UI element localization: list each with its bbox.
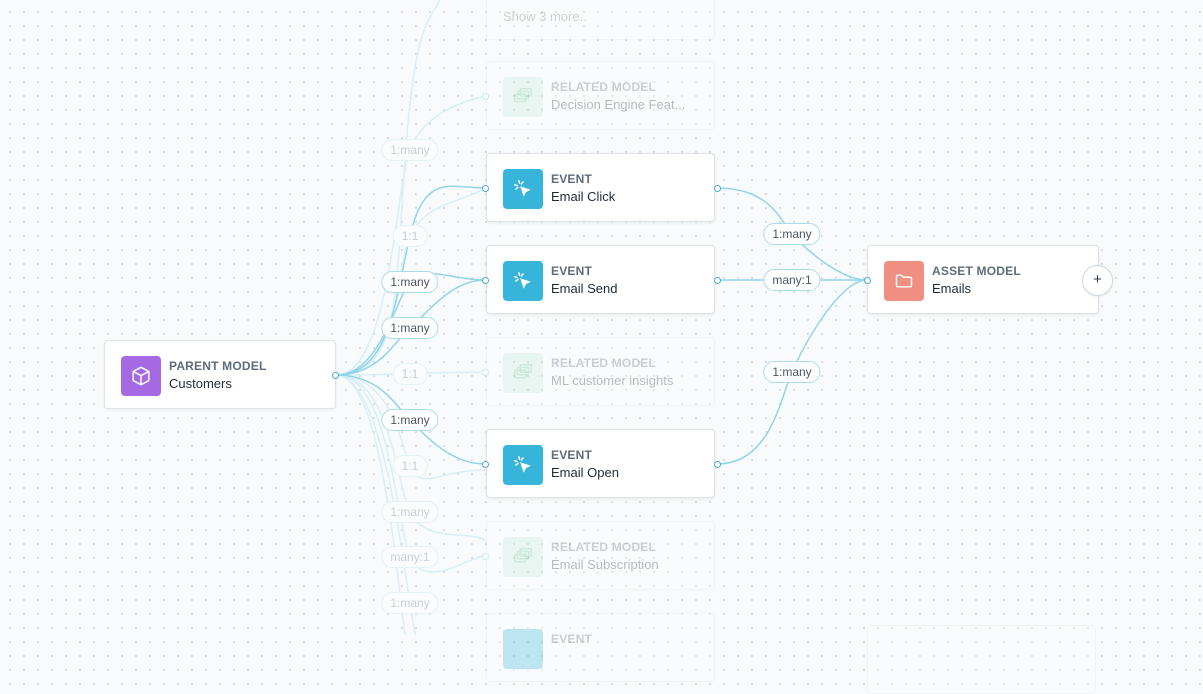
- asset-node-bottom-partial[interactable]: [867, 625, 1096, 694]
- relationship-label[interactable]: many:1: [763, 269, 821, 291]
- event-node-email-open[interactable]: EVENT Email Open: [486, 429, 715, 498]
- handle-ml-in[interactable]: [482, 369, 489, 376]
- asset-model-node-emails[interactable]: ASSET MODEL Emails: [867, 245, 1099, 314]
- node-name: Emails: [932, 281, 972, 296]
- node-kind-label: EVENT: [551, 172, 593, 186]
- layers-icon: [503, 353, 543, 393]
- node-kind-label: PARENT MODEL: [169, 359, 267, 373]
- cursor-click-icon: [503, 629, 543, 669]
- relationship-label[interactable]: 1:many: [763, 223, 821, 245]
- node-kind-label: EVENT: [551, 264, 593, 278]
- related-model-node-ml-customer-insights[interactable]: RELATED MODEL ML customer insights: [486, 337, 715, 406]
- edge-parent-hidden-4: [335, 374, 417, 635]
- node-name: ML customer insights: [551, 373, 674, 388]
- relationship-label[interactable]: 1:many: [381, 501, 439, 523]
- related-model-node-email-subscription[interactable]: RELATED MODEL Email Subscription: [486, 521, 715, 590]
- folder-icon: [884, 261, 924, 301]
- event-node-email-send[interactable]: EVENT Email Send: [486, 245, 715, 314]
- layers-icon: [503, 77, 543, 117]
- cursor-click-icon: [503, 445, 543, 485]
- node-kind-label: RELATED MODEL: [551, 356, 657, 370]
- handle-email-click-out[interactable]: [714, 185, 721, 192]
- node-kind-label: EVENT: [551, 632, 593, 646]
- show-more-link[interactable]: Show 3 more..: [503, 9, 587, 24]
- cube-icon: [121, 356, 161, 396]
- relationship-label[interactable]: 1:many: [381, 317, 439, 339]
- event-node-bottom-partial[interactable]: EVENT: [486, 613, 715, 682]
- edge-parent-subscription: [335, 374, 486, 573]
- show-more-node[interactable]: Show 3 more..: [486, 0, 715, 40]
- layers-icon: [503, 537, 543, 577]
- handle-email-open-in[interactable]: [482, 461, 489, 468]
- relationship-label[interactable]: 1:many: [763, 361, 821, 383]
- node-kind-label: ASSET MODEL: [932, 264, 1021, 278]
- node-name: Email Click: [551, 189, 616, 204]
- handle-customers-out[interactable]: [332, 372, 339, 379]
- node-name: Email Open: [551, 465, 619, 480]
- node-name: Email Subscription: [551, 557, 659, 572]
- node-kind-label: RELATED MODEL: [551, 80, 657, 94]
- node-kind-label: RELATED MODEL: [551, 540, 657, 554]
- node-name: Decision Engine Feat...: [551, 97, 686, 112]
- relationship-label[interactable]: 1:1: [392, 363, 428, 385]
- node-kind-label: EVENT: [551, 448, 593, 462]
- add-relationship-button[interactable]: +: [1082, 265, 1113, 296]
- handle-subscription-in[interactable]: [482, 553, 489, 560]
- handle-email-send-out[interactable]: [714, 277, 721, 284]
- handle-email-open-out[interactable]: [714, 461, 721, 468]
- handle-emails-in[interactable]: [864, 277, 871, 284]
- edge-parent-decision: [335, 95, 486, 376]
- relationship-label[interactable]: 1:1: [392, 455, 428, 477]
- relationship-label[interactable]: many:1: [381, 546, 439, 568]
- handle-email-click-in[interactable]: [482, 185, 489, 192]
- event-node-email-click[interactable]: EVENT Email Click: [486, 153, 715, 222]
- parent-model-node-customers[interactable]: PARENT MODEL Customers: [104, 340, 336, 409]
- handle-email-send-in[interactable]: [482, 277, 489, 284]
- cursor-click-icon: [503, 261, 543, 301]
- node-name: Email Send: [551, 281, 618, 296]
- relationship-label[interactable]: 1:many: [381, 409, 439, 431]
- cursor-click-icon: [503, 169, 543, 209]
- handle-decision-in[interactable]: [482, 93, 489, 100]
- relationship-label[interactable]: 1:many: [381, 139, 439, 161]
- node-name: Customers: [169, 376, 232, 391]
- relationship-label[interactable]: 1:many: [381, 592, 439, 614]
- relationship-label[interactable]: 1:1: [392, 225, 428, 247]
- related-model-node-decision-engine[interactable]: RELATED MODEL Decision Engine Feat...: [486, 61, 715, 130]
- relationship-label[interactable]: 1:many: [381, 271, 439, 293]
